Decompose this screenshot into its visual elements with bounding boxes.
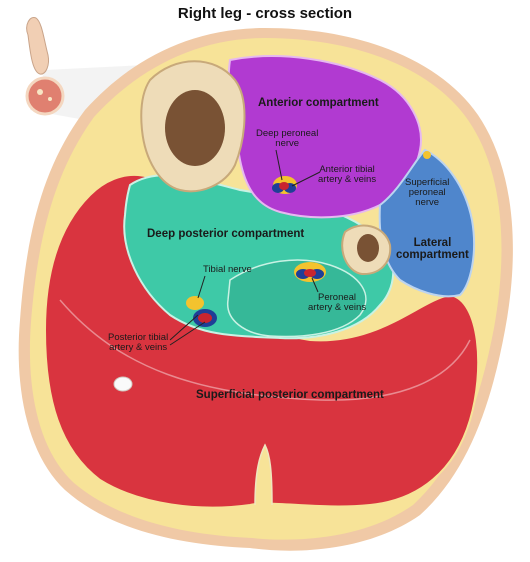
deep-peroneal-nerve-label: Deep peroneal nerve [256, 128, 319, 149]
small-saphenous-vessel [113, 376, 133, 392]
intermuscular-septum [254, 443, 273, 506]
posterior-tibial-bundle [186, 296, 217, 327]
tibia-marrow [165, 90, 225, 166]
peroneal-label: Peroneal artery & veins [308, 292, 367, 313]
superficial-peroneal-nerve-dot [423, 151, 431, 159]
lateral-compartment-label: Lateral compartment [396, 237, 469, 262]
deep-posterior-compartment-label: Deep posterior compartment [147, 228, 305, 240]
leader-lines [169, 149, 321, 346]
lateral-region [378, 148, 476, 298]
tibial-nerve-label: Tibial nerve [203, 264, 252, 275]
page-title: Right leg - cross section [177, 5, 353, 22]
peroneal-bundle [294, 262, 326, 282]
superficial-peroneal-nerve-label: Superficial peroneal nerve [405, 177, 450, 208]
deep-posterior-inner [227, 259, 367, 338]
anterior-tibial-label: Anterior tibial artery & veins [318, 164, 377, 185]
superficial-posterior-compartment-label: Superficial posterior compartment [196, 389, 384, 401]
fascia-line [59, 299, 471, 401]
fibula-marrow [357, 234, 379, 262]
anterior-compartment-label: Anterior compartment [258, 97, 379, 109]
posterior-tibial-label: Posterior tibial artery & veins [108, 332, 169, 353]
